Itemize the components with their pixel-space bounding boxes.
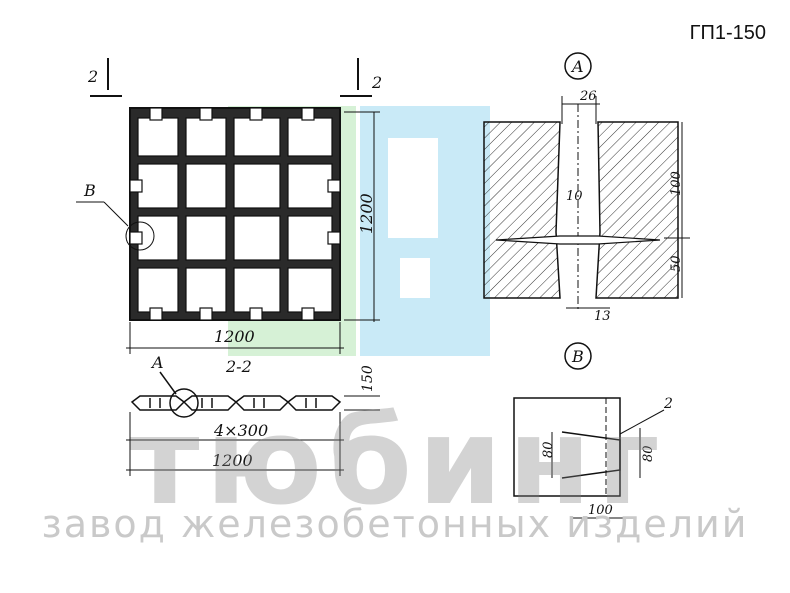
detail-a-leader: A [150,353,164,372]
section-length-label: 1200 [212,451,253,470]
b-width-label: 100 [588,503,613,518]
product-code: ГП1-150 [689,22,766,44]
plan-dimension-lines [76,111,380,354]
plan-width-label: 1200 [214,327,255,346]
a-gap-top-label: 26 [579,89,597,104]
a-gap-bottom-label: 13 [594,309,611,324]
company-tagline: завод железобетонных изделий [41,502,749,546]
a-height-bottom-label: 50 [669,255,684,272]
plan-height-label: 1200 [357,193,376,234]
section-dimension-lines [126,395,380,476]
section-mark-left: 2 [87,67,98,86]
section-marks [90,58,372,97]
plan-view [125,107,341,321]
detail-a [483,52,690,312]
section-mark-right: 2 [371,73,382,92]
detail-a-title: A [570,57,584,76]
detail-b-leader: B [83,181,96,200]
section-grid-label: 4×300 [213,421,268,440]
a-gap-mid-label: 10 [566,189,583,204]
b-callout-label: 2 [663,396,673,412]
section-view [130,371,342,418]
b-height-left-label: 80 [541,441,556,458]
detail-b [513,342,665,519]
section-thickness-label: 150 [360,365,376,392]
detail-b-title: B [571,347,584,366]
watermark-logo-text: тюбинг [130,393,666,532]
section-title: 2-2 [225,357,252,376]
a-height-top-label: 100 [669,171,684,196]
b-height-right-label: 80 [641,445,656,462]
